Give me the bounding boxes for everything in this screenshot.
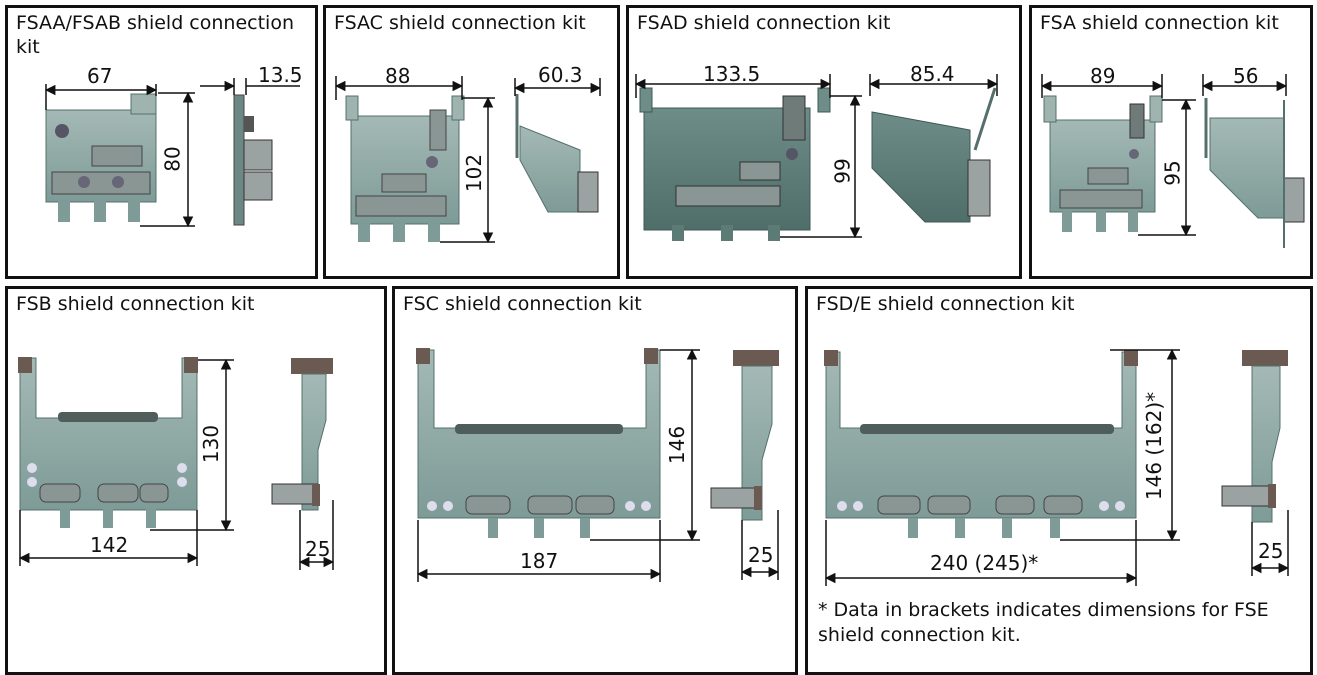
panel-title: FSD/E shield connection kit <box>816 293 1075 315</box>
fsaa-front-view <box>45 93 157 222</box>
fsc-width-label: 187 <box>520 549 559 573</box>
fsac-height-label: 102 <box>462 153 487 193</box>
fsb-side-view <box>271 358 333 511</box>
footnote: * Data in brackets indicates dimensions … <box>818 599 1269 646</box>
fsde-height-label: 146 (162)* <box>1142 391 1167 501</box>
fsde-side-view <box>1221 350 1288 523</box>
fsc-depth-label: 25 <box>748 543 774 567</box>
fsa-dimension-lines <box>1040 74 1288 237</box>
panel-fsac: FSAC shield connection kit <box>323 5 620 279</box>
fsa-depth-label: 56 <box>1233 64 1259 88</box>
fsc-height-label: 146 <box>665 425 690 465</box>
panel-title: FSAD shield connection kit <box>637 12 891 34</box>
fsb-depth-label: 25 <box>305 537 331 561</box>
fsa-height-label: 95 <box>1160 160 1185 186</box>
fsb-width-label: 142 <box>90 533 129 557</box>
fsde-depth-label: 25 <box>1258 539 1284 563</box>
panel-title: FSAA/FSAB shield connection kit <box>16 12 294 58</box>
fsc-dimension-lines <box>416 348 780 582</box>
fsad-front-view <box>639 87 831 241</box>
fsac-side-view <box>515 94 599 213</box>
fsc-side-view <box>710 350 779 521</box>
fsaa-depth-label: 13.5 <box>258 63 303 87</box>
fsad-dimension-lines <box>634 74 999 239</box>
fsde-width-label: 240 (245)* <box>930 551 1039 575</box>
fsb-height-label: 130 <box>199 424 224 464</box>
panel-title: FSC shield connection kit <box>403 293 642 315</box>
fsad-depth-label: 85.4 <box>910 62 955 86</box>
fsde-front-view <box>824 350 1138 538</box>
fsa-side-view <box>1204 98 1305 248</box>
fsc-front-view <box>416 348 661 538</box>
fsa-front-view <box>1043 95 1163 232</box>
fsac-front-view <box>345 95 465 242</box>
fsa-width-label: 89 <box>1090 64 1116 88</box>
panel-title: FSAC shield connection kit <box>334 12 586 34</box>
fsac-width-label: 88 <box>385 64 411 88</box>
fsac-depth-label: 60.3 <box>538 63 583 87</box>
panel-title: FSB shield connection kit <box>16 293 255 315</box>
fsaa-height-label: 80 <box>160 146 185 172</box>
fsde-dimension-lines <box>824 348 1290 586</box>
fsaa-dimension-lines <box>44 78 300 228</box>
fsb-dimension-lines <box>18 358 335 570</box>
fsad-width-label: 133.5 <box>703 62 761 86</box>
fsad-height-label: 99 <box>830 158 855 184</box>
fsaa-side-view <box>233 94 273 226</box>
fsb-front-view <box>18 357 198 528</box>
fsac-dimension-lines <box>334 76 602 244</box>
panel-title: FSA shield connection kit <box>1040 12 1279 34</box>
fsad-side-view <box>871 87 997 223</box>
fsaa-width-label: 67 <box>87 64 113 88</box>
